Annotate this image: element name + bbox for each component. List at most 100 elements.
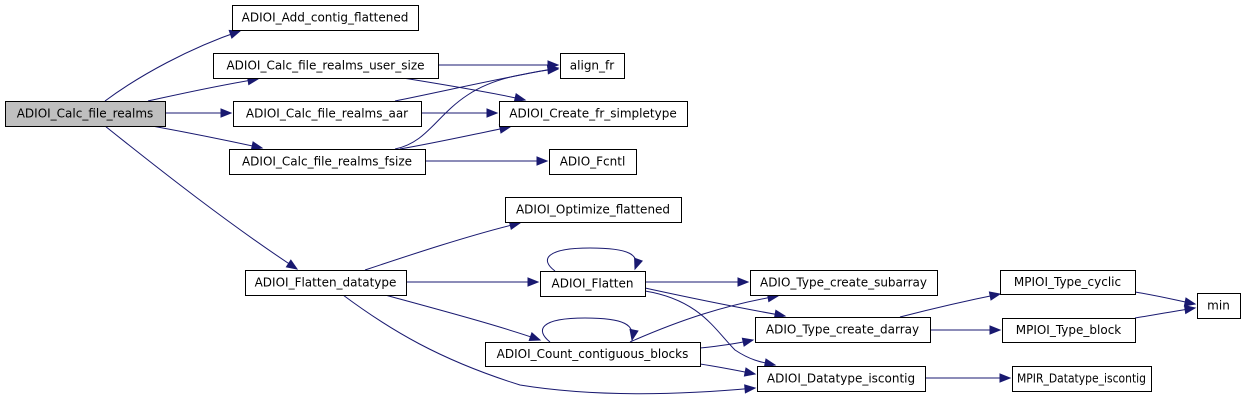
edge-line	[342, 294, 756, 395]
node-label: MPIOI_Type_block	[1016, 323, 1122, 337]
node-box	[1012, 366, 1152, 392]
node-label: min	[1207, 299, 1230, 313]
node-type-create-darray[interactable]: ADIO_Type_create_darray	[755, 317, 931, 343]
arrowhead-icon	[743, 367, 757, 377]
arrowhead-icon	[1183, 297, 1197, 307]
edge-line	[899, 293, 1001, 318]
edge-line	[629, 295, 779, 343]
edge-calc_file_realms-to-calc_user_size	[147, 76, 260, 102]
arrowhead-icon	[988, 291, 1002, 301]
edge-line	[104, 30, 241, 102]
edge-datatype_iscontig-to-mpir_datatype_iscontig	[925, 373, 1012, 383]
arrowhead-icon	[634, 257, 643, 271]
edge-line	[546, 247, 637, 272]
edge-flatten_datatype-to-datatype_iscontig	[342, 294, 757, 395]
node-mpir-datatype-iscontig[interactable]: MPIR_Datatype_iscontig	[1012, 366, 1152, 392]
node-box	[1000, 270, 1136, 295]
edges-layer	[104, 29, 1197, 395]
arrowhead-icon	[536, 156, 549, 166]
edge-line	[364, 222, 521, 271]
node-min[interactable]: min	[1197, 293, 1241, 319]
arrowhead-icon	[989, 325, 1002, 335]
arrowhead-icon	[1183, 304, 1197, 315]
arrowhead-icon	[528, 332, 542, 342]
node-label: ADIO_Type_create_darray	[766, 323, 919, 337]
node-calc-aar[interactable]: ADIOI_Calc_file_realms_aar	[233, 101, 422, 127]
arrowhead-icon	[744, 384, 757, 394]
node-adio-fcntl[interactable]: ADIO_Fcntl	[549, 149, 637, 175]
node-align-fr[interactable]: align_fr	[560, 53, 625, 79]
node-label: ADIOI_Calc_file_realms_aar	[246, 107, 408, 121]
node-create-fr-simpletype[interactable]: ADIOI_Create_fr_simpletype	[499, 101, 688, 127]
arrowhead-icon	[285, 259, 299, 270]
node-label: MPIOI_Type_cyclic	[1014, 275, 1121, 289]
node-calc-file-realms[interactable]: ADIOI_Calc_file_realms	[5, 101, 166, 127]
edge-line	[644, 287, 786, 317]
edge-line	[644, 290, 776, 366]
arrowhead-icon	[737, 277, 750, 287]
edge-mpioi_type_block-to-min	[1134, 304, 1197, 319]
node-box	[485, 342, 701, 367]
arrowhead-icon	[513, 93, 527, 103]
arrowhead-icon	[629, 328, 639, 342]
node-box	[232, 5, 419, 31]
arrowhead-icon	[250, 141, 264, 151]
edge-type_create_darray-to-mpioi_type_block	[930, 325, 1002, 335]
node-box	[213, 53, 439, 79]
edge-flatten_datatype-to-flatten	[406, 277, 540, 287]
edge-line	[541, 317, 633, 343]
node-label: ADIO_Type_create_subarray	[760, 276, 927, 290]
node-mpioi-type-block[interactable]: MPIOI_Type_block	[1002, 318, 1136, 343]
node-label: ADIOI_Count_contiguous_blocks	[497, 347, 689, 361]
edge-calc_file_realms-to-flatten_datatype	[104, 125, 299, 270]
arrowhead-icon	[228, 29, 242, 39]
arrowhead-icon	[763, 358, 777, 368]
arrowhead-icon	[220, 108, 233, 118]
edge-line	[151, 125, 263, 149]
node-box	[499, 101, 688, 127]
node-datatype-iscontig[interactable]: ADIOI_Datatype_iscontig	[757, 366, 926, 392]
node-label: ADIOI_Flatten	[552, 277, 634, 291]
node-calc-user-size[interactable]: ADIOI_Calc_file_realms_user_size	[213, 53, 439, 79]
node-calc-fsize[interactable]: ADIOI_Calc_file_realms_fsize	[229, 149, 426, 175]
node-optimize-flattened[interactable]: ADIOI_Optimize_flattened	[505, 197, 682, 223]
node-count-contiguous-blocks[interactable]: ADIOI_Count_contiguous_blocks	[485, 342, 701, 367]
node-label: ADIO_Fcntl	[560, 155, 626, 169]
node-label: ADIOI_Add_contig_flattened	[242, 11, 409, 25]
arrowhead-icon	[547, 65, 560, 75]
node-label: align_fr	[570, 59, 614, 73]
node-box	[505, 197, 682, 223]
node-flatten[interactable]: ADIOI_Flatten	[540, 271, 646, 297]
arrowhead-icon	[527, 277, 540, 287]
node-box	[757, 366, 926, 392]
edge-mpioi_type_cyclic-to-min	[1134, 291, 1197, 307]
edge-line	[402, 77, 526, 101]
edge-count_contiguous_blocks-to-count_contiguous_blocks	[541, 317, 639, 343]
arrowhead-icon	[486, 108, 499, 118]
node-label: ADIOI_Flatten_datatype	[255, 276, 397, 290]
edge-calc_fsize-to-create_fr_simpletype	[399, 124, 512, 150]
edge-calc_user_size-to-create_fr_simpletype	[402, 77, 527, 103]
edge-flatten-to-flatten	[546, 247, 643, 272]
nodes-layer: ADIOI_Calc_file_realms ADIOI_Add_contig_f…	[5, 5, 1241, 392]
node-mpioi-type-cyclic[interactable]: MPIOI_Type_cyclic	[1000, 270, 1136, 295]
arrowhead-icon	[999, 373, 1012, 383]
node-box	[560, 53, 625, 79]
node-box	[549, 149, 637, 175]
edge-line	[147, 78, 259, 102]
edge-line	[399, 126, 511, 150]
node-label: ADIOI_Calc_file_realms_user_size	[226, 59, 424, 73]
edge-type_create_darray-to-mpioi_type_cyclic	[899, 291, 1002, 318]
node-type-create-subarray[interactable]: ADIO_Type_create_subarray	[750, 270, 938, 296]
node-flatten-datatype[interactable]: ADIOI_Flatten_datatype	[245, 270, 407, 296]
edge-count_contiguous_blocks-to-datatype_iscontig	[699, 363, 757, 377]
edge-calc_fsize-to-align_fr	[394, 65, 560, 150]
node-box	[755, 317, 931, 343]
edge-calc_file_realms-to-calc_fsize	[151, 125, 264, 151]
edge-calc_fsize-to-adio_fcntl	[425, 156, 549, 166]
node-add-contig-flattened[interactable]: ADIOI_Add_contig_flattened	[232, 5, 419, 31]
arrowhead-icon	[741, 337, 755, 347]
node-box	[1002, 318, 1136, 343]
edge-line	[104, 125, 298, 270]
node-box	[5, 101, 166, 127]
